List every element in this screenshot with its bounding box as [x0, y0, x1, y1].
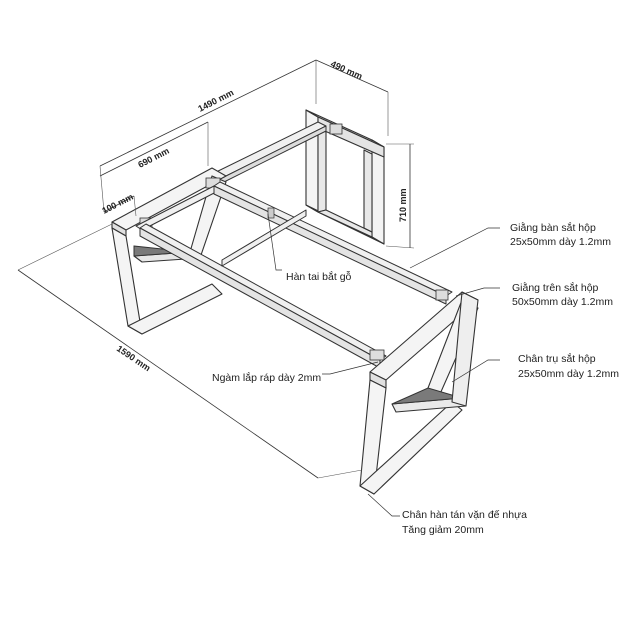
wood-tab-icon	[267, 207, 275, 219]
dimension-lines	[17, 59, 415, 479]
front-top-rail	[135, 185, 387, 369]
note-giang-ban-2: 25x50mm dày 1.2mm	[510, 236, 611, 248]
note-chan-tru-1: Chân trụ sắt hộp	[518, 352, 596, 365]
note-giang-ban-1: Giằng bàn sắt hộp	[510, 221, 596, 234]
right-leg-frame	[359, 291, 479, 495]
note-giang-tren-2: 50x50mm dày 1.2mm	[512, 296, 613, 308]
note-ngam-lap: Ngàm lắp ráp dày 2mm	[212, 371, 321, 384]
dim-710: 710 mm	[398, 188, 408, 222]
bracket-icon	[329, 123, 343, 135]
bracket-icon	[435, 289, 449, 301]
note-chan-han-2: Tăng giảm 20mm	[402, 524, 484, 536]
dim-1590: 1590 mm	[115, 343, 153, 373]
note-chan-tru-2: 25x50mm dày 1.2mm	[518, 368, 619, 380]
note-chan-han-1: Chân hàn tán vặn đế nhựa	[402, 509, 527, 521]
left-leg-frame	[111, 167, 227, 335]
dim-490: 490 mm	[329, 59, 364, 82]
leader-lines	[267, 213, 500, 517]
note-han-tai: Hàn tai bắt gỗ	[286, 270, 352, 283]
dim-1490: 1490 mm	[196, 87, 235, 113]
middle-top-rail	[213, 181, 453, 361]
note-giang-tren-1: Giằng trên sắt hộp	[512, 281, 599, 294]
back-lower-rail	[221, 209, 307, 267]
bracket-icon	[369, 349, 385, 361]
